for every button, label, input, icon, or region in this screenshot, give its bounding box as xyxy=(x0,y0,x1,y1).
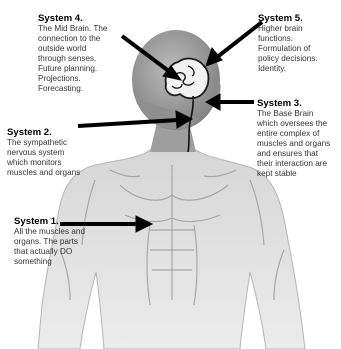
system-3-label: System 3. The Base Brain which oversees … xyxy=(257,98,333,179)
system-2-title: System 2. xyxy=(7,127,85,138)
system-4-description: The Mid Brain. The connection to the out… xyxy=(38,24,116,94)
system-1-description: All the muscles and organs. The parts th… xyxy=(14,227,92,267)
system-2-description: The sympathetic nervous system which mon… xyxy=(7,138,85,178)
system-2-label: System 2. The sympathetic nervous system… xyxy=(7,127,85,178)
system-1-title: System 1. xyxy=(14,216,92,227)
system-4-label: System 4. The Mid Brain. The connection … xyxy=(38,13,116,94)
system-3-title: System 3. xyxy=(257,98,333,109)
system-4-title: System 4. xyxy=(38,13,116,24)
system-3-description: The Base Brain which oversees the entire… xyxy=(257,109,333,179)
arrow-icon xyxy=(206,22,262,66)
system-5-title: System 5. xyxy=(258,13,330,24)
system-1-label: System 1. All the muscles and organs. Th… xyxy=(14,216,92,267)
system-5-description: Higher brain functions. Formulation of p… xyxy=(258,24,330,74)
system-5-label: System 5. Higher brain functions. Formul… xyxy=(258,13,330,74)
